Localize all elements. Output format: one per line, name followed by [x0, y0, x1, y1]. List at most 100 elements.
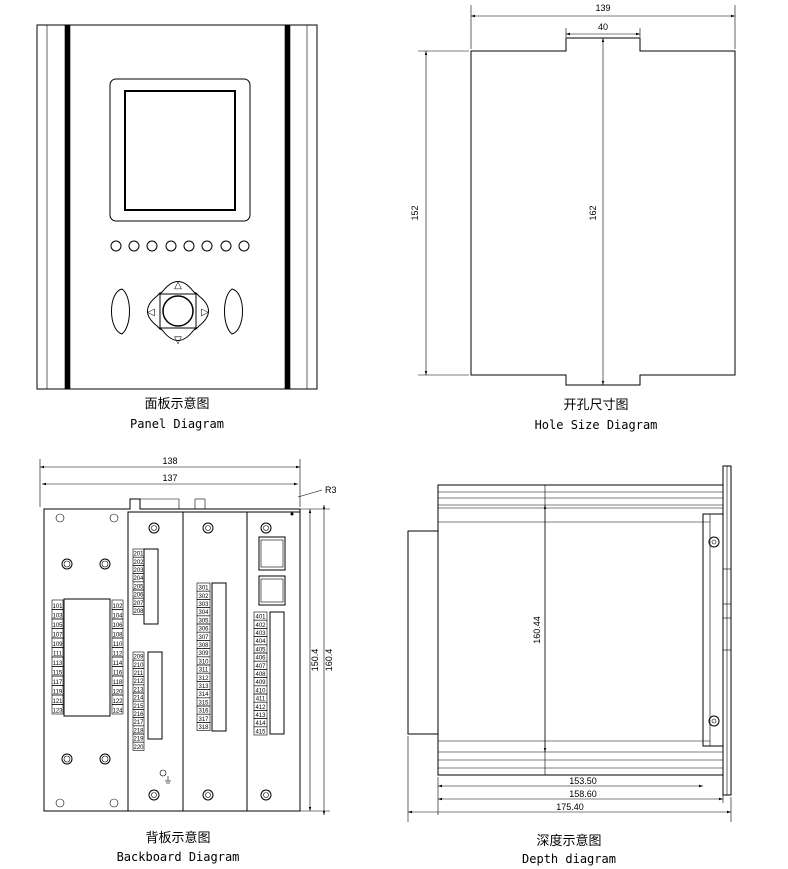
terminal-label: 407: [255, 664, 266, 670]
hole-inner-height-label: 162: [588, 205, 598, 220]
terminal-label: 409: [255, 680, 266, 686]
terminal-label: 313: [198, 684, 209, 690]
hole-width-label: 139: [595, 3, 610, 13]
terminal-block-2b: [147, 651, 163, 740]
terminal-cell: [253, 726, 268, 736]
right-key[interactable]: [195, 291, 209, 331]
led-indicator: [201, 240, 213, 252]
terminal-label: 401: [255, 615, 266, 621]
terminal-block-4: [269, 611, 285, 735]
left-soft-key[interactable]: [111, 288, 130, 335]
terminal-label: 111: [53, 651, 63, 657]
terminal-label: 104: [112, 613, 123, 619]
right-soft-key[interactable]: [224, 288, 243, 335]
terminal-label: 217: [133, 720, 144, 726]
terminal-label: 216: [133, 712, 144, 718]
terminal-label: 316: [198, 709, 209, 715]
terminal-label: 211: [134, 671, 144, 677]
terminal-label: 103: [52, 613, 63, 619]
terminal-label: 108: [112, 632, 123, 638]
terminal-label: 410: [255, 688, 266, 694]
module-3: [182, 511, 248, 812]
module-4: [246, 511, 301, 812]
terminal-label: 406: [255, 656, 266, 662]
front-bezel: [702, 513, 724, 747]
terminal-label: 218: [133, 728, 144, 734]
terminal-label: 106: [112, 623, 123, 629]
comm-port: [258, 575, 286, 606]
terminal-block-2a: [143, 548, 159, 625]
panel-diagram: △ ▽ ◁ ▷ 面板示意图 Panel Diagram: [36, 24, 318, 431]
terminal-label: 412: [255, 705, 266, 711]
backboard-inner-width-label: 137: [162, 473, 177, 483]
left-arrow-icon: ◁: [147, 307, 155, 318]
hole-caption-en: Hole Size Diagram: [535, 418, 658, 432]
backboard-caption-cn: 背板示意图: [145, 830, 210, 846]
terminal-label: 102: [112, 604, 123, 610]
terminal-label: 315: [198, 700, 209, 706]
terminal-label: 402: [255, 623, 266, 629]
hole-notch-label: 40: [598, 22, 608, 32]
terminal-label: 209: [133, 655, 144, 661]
terminal-cell: [196, 722, 211, 731]
terminal-label: 405: [255, 647, 266, 653]
depth-dimension-1-label: 153.50: [569, 776, 597, 786]
depth-height-label: 160.44: [532, 616, 542, 644]
led-indicator: [238, 240, 250, 252]
radius-label: R3: [325, 485, 337, 495]
terminal-cell: [51, 704, 64, 715]
terminal-label: 214: [133, 696, 144, 702]
terminal-label: 213: [133, 687, 144, 693]
terminal-label: 110: [113, 642, 123, 648]
lcd-screen: [124, 90, 236, 211]
panel-caption-cn: 面板示意图: [144, 396, 209, 412]
terminal-label: 117: [53, 680, 63, 686]
lcd-bezel: [109, 78, 251, 222]
backboard-diagram: 138 137 R3: [39, 456, 337, 864]
terminal-label: 124: [112, 708, 123, 714]
terminal-label: 105: [52, 623, 63, 629]
enter-key[interactable]: [162, 295, 194, 327]
terminal-label: 411: [256, 697, 266, 703]
hole-outer-height-label: 152: [410, 205, 420, 220]
led-indicator: [165, 240, 177, 252]
terminal-label: 114: [113, 661, 123, 667]
ground-icon: [159, 769, 167, 777]
terminal-cell: [132, 606, 145, 615]
up-arrow-icon: △: [174, 280, 182, 291]
comm-port: [258, 536, 286, 571]
navigation-pad: △ ▽ ◁ ▷: [147, 280, 209, 346]
led-indicator: [128, 240, 140, 252]
terminal-label: 408: [255, 672, 266, 678]
terminal-label: 121: [52, 699, 63, 705]
terminal-cell: [132, 741, 145, 751]
terminal-label: 210: [133, 663, 144, 669]
terminal-label: 318: [198, 725, 209, 731]
terminal-label: 219: [133, 737, 144, 743]
terminal-label: 215: [133, 704, 144, 710]
left-key[interactable]: [147, 291, 161, 331]
backboard-caption-en: Backboard Diagram: [117, 850, 240, 864]
depth-dimension-3-label: 175.40: [556, 802, 584, 812]
terminal-label: 202: [133, 560, 144, 566]
terminal-label: 201: [133, 552, 144, 558]
terminal-label: 311: [199, 668, 209, 674]
terminal-label: 120: [112, 689, 123, 695]
terminal-label: 204: [133, 576, 144, 582]
hole-size-diagram: 139 40 152 162 开孔尺寸图 Hole Size Diagram: [410, 3, 736, 432]
terminal-label: 307: [198, 635, 209, 641]
terminal-label: 123: [52, 708, 63, 714]
depth-caption-en: Depth diagram: [522, 852, 616, 866]
terminal-label: 205: [133, 584, 144, 590]
terminal-label: 116: [113, 670, 123, 676]
depth-caption-cn: 深度示意图: [536, 833, 601, 849]
terminal-label: 308: [198, 643, 209, 649]
backboard-outer-width-label: 138: [162, 456, 177, 466]
backboard-height-2-label: 160.4: [324, 649, 334, 672]
led-indicator: [220, 240, 232, 252]
led-indicator: [146, 240, 158, 252]
depth-dimension-2-label: 158.60: [569, 789, 597, 799]
terminal-label: 314: [198, 692, 209, 698]
terminal-label: 101: [52, 604, 63, 610]
panel-right-rail: [284, 25, 308, 389]
